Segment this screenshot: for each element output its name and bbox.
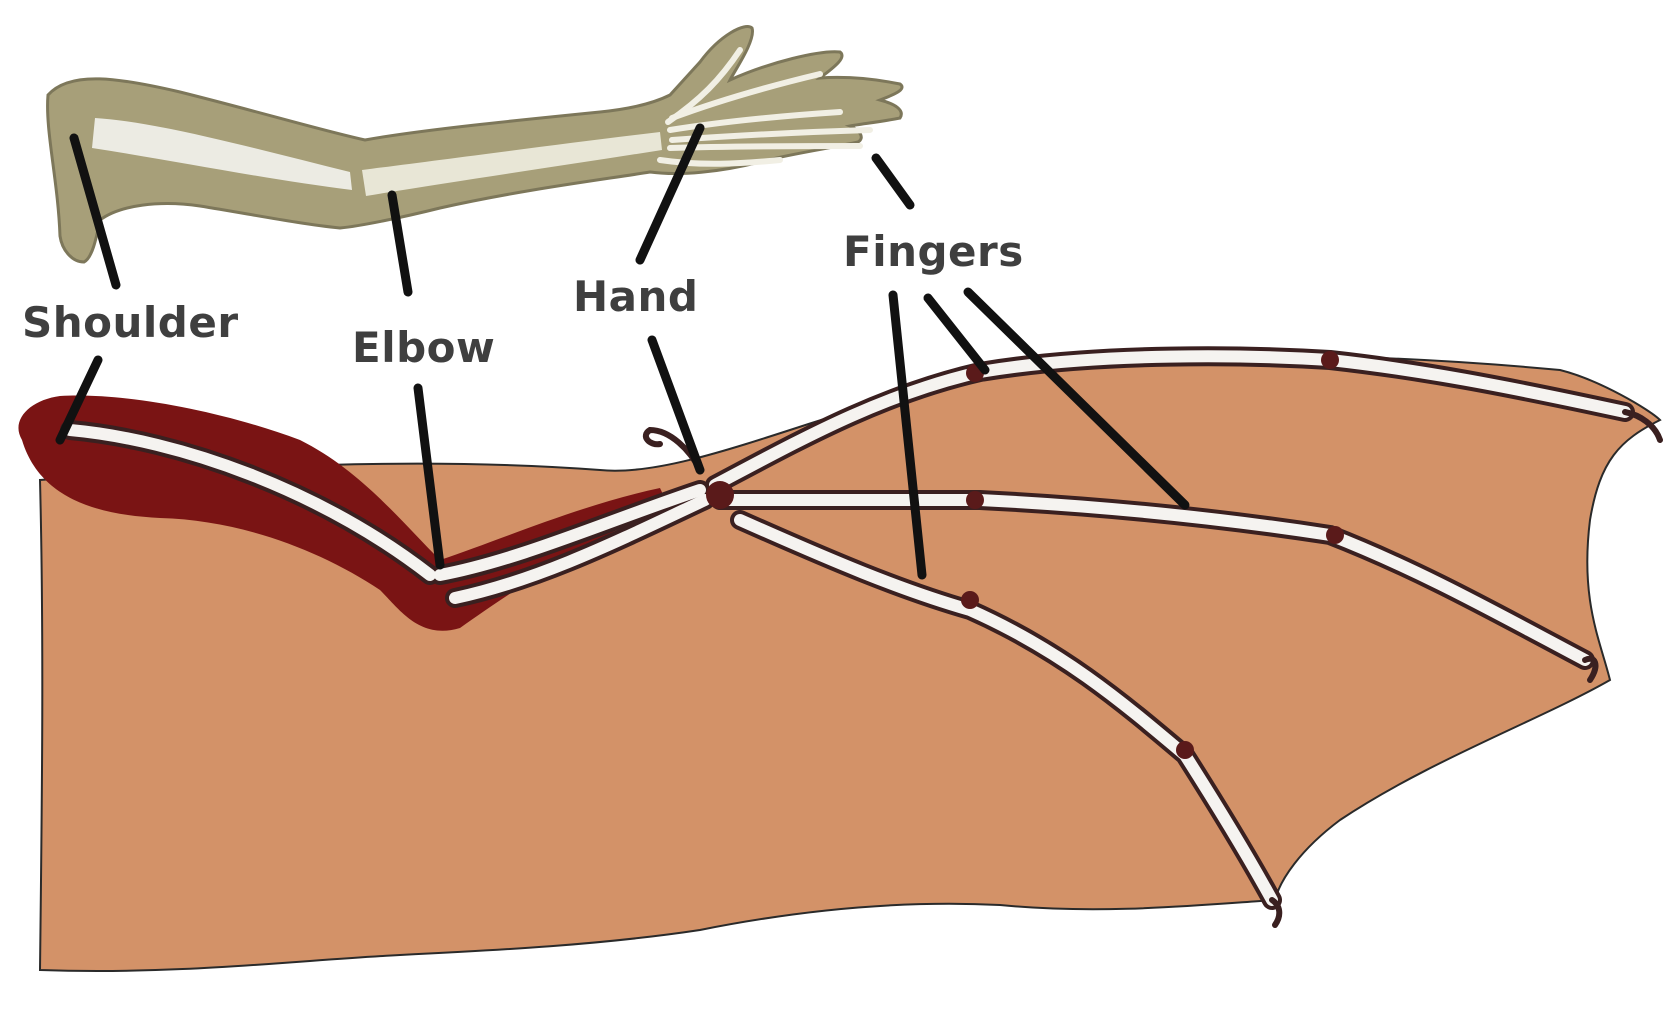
- label-fingers: Fingers: [843, 227, 1024, 276]
- leader-fingers-2: [928, 298, 985, 370]
- leader-fingers-human: [876, 158, 910, 205]
- human-arm: [48, 27, 902, 262]
- label-hand: Hand: [573, 272, 698, 321]
- label-shoulder: Shoulder: [22, 298, 239, 347]
- label-elbow: Elbow: [352, 323, 495, 372]
- leader-hand-bat: [652, 340, 700, 470]
